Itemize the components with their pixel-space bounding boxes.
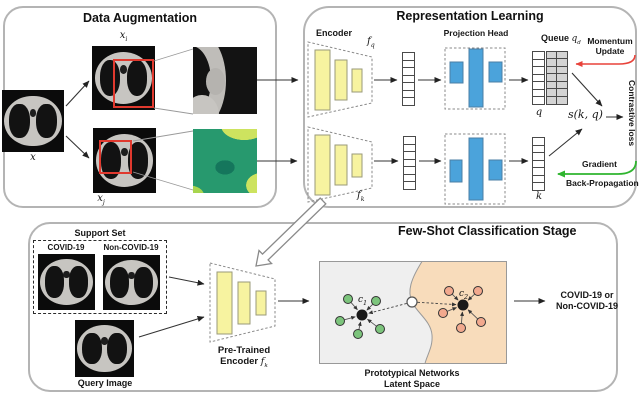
projection-head-bottom [444,133,506,205]
svg-text:1: 1 [363,299,367,307]
encoder-fq [307,41,373,118]
augmented-view-2 [93,128,156,193]
ct-lung-left [100,142,122,179]
c1-label: c [358,295,363,305]
conv-layer-bar [351,68,363,93]
decision-boundary-curve [409,261,433,364]
prototypical-latent-space: c 1 c 2 [319,261,507,364]
pretrained-encoder [209,262,276,343]
encoder-fk [307,126,373,203]
c2-label: c [459,289,464,299]
projection-head-top [444,47,506,110]
support-covid-image [38,254,95,310]
queue-label: Queue qd [541,33,581,46]
non-covid-class-label: Non-COVID-19 [103,243,159,252]
support-set-label: Support Set [74,228,126,238]
k-embedding-vector [532,137,545,191]
cluster2-spokes [447,293,479,324]
mlp-layer-bar [468,48,484,108]
classification-output-label: COVID-19 or Non-COVID-19 [555,290,618,311]
mlp-layer-bar [488,61,503,83]
representation-learning-title: Representation Learning [396,9,544,23]
cropped-view-1 [193,47,257,114]
cluster1-spokes [344,302,377,330]
fk-label: fk [357,190,365,203]
q-embedding-vector [532,51,545,105]
momentum-update-label: Momentum Update [587,36,633,57]
cropped-color-jitter-view [193,129,257,193]
support-noncovid-image [103,255,160,310]
support-set-box [33,240,167,314]
conv-layer-bar [237,281,251,325]
mlp-layer-bar [468,137,484,201]
negative-queue-grid [546,51,568,105]
data-augmentation-title: Data Augmentation [82,11,198,25]
ct-lung-right [127,142,149,179]
query-image-label: Query Image [77,378,133,388]
conv-layer-bar [334,144,348,186]
projection-head-box [444,47,506,110]
query-embedding-dot [406,296,418,308]
x-label: x [30,152,36,163]
few-shot-title: Few-Shot Classification Stage [398,224,577,238]
covid-class-label: COVID-19 [47,243,85,252]
prototype-c1-dot [356,309,368,321]
projection-head-box [444,133,506,205]
q-label: q [535,107,543,118]
k-label: k [535,191,543,202]
query-distance-lines [368,301,457,315]
backprop-label: Back-Propagation [566,178,639,188]
conv-layer-bar [334,59,348,101]
conv-layer-bar [314,134,331,196]
cluster1-support-dots [335,294,385,339]
similarity-score-label: s(k, q) [568,108,603,121]
gradient-label: Gradient [582,159,617,169]
crop-region-box [113,58,154,109]
cluster2-support-dots [438,286,486,333]
svg-text:2: 2 [463,293,468,301]
crop-region-box [98,139,133,175]
prototypical-networks-label: Prototypical Networks Latent Space [364,368,460,389]
conv-layer-bar [314,49,331,111]
encoder-label: Encoder [316,28,353,38]
prototype-c2-dot [457,299,469,311]
ct-lung-right [126,60,148,96]
ct-lung-right [36,103,57,139]
mlp-layer-bar [449,61,464,84]
xj-label: xj [97,193,105,206]
fq-label: fq [367,36,375,49]
input-ct-image [2,90,64,152]
pretrained-encoder-label: Pre-Trained Encoder fk [217,345,271,370]
contrastive-loss-label: Contrastive loss [627,80,638,147]
conv-layer-bar [216,271,233,335]
conv-layer-bar [255,290,267,316]
augmented-view-1 [92,46,155,110]
latent-region-right [409,261,506,364]
encoder-trapezoid [209,262,276,343]
projection-head-label: Projection Head [443,28,509,38]
feature-vector-q-path [402,52,415,106]
mlp-layer-bar [488,159,503,181]
feature-vector-k-path [403,136,416,190]
conv-layer-bar [351,153,363,178]
xi-label: xi [119,30,128,43]
query-image [75,320,134,377]
mlp-layer-bar [449,159,463,183]
ct-lung-left [9,103,30,139]
